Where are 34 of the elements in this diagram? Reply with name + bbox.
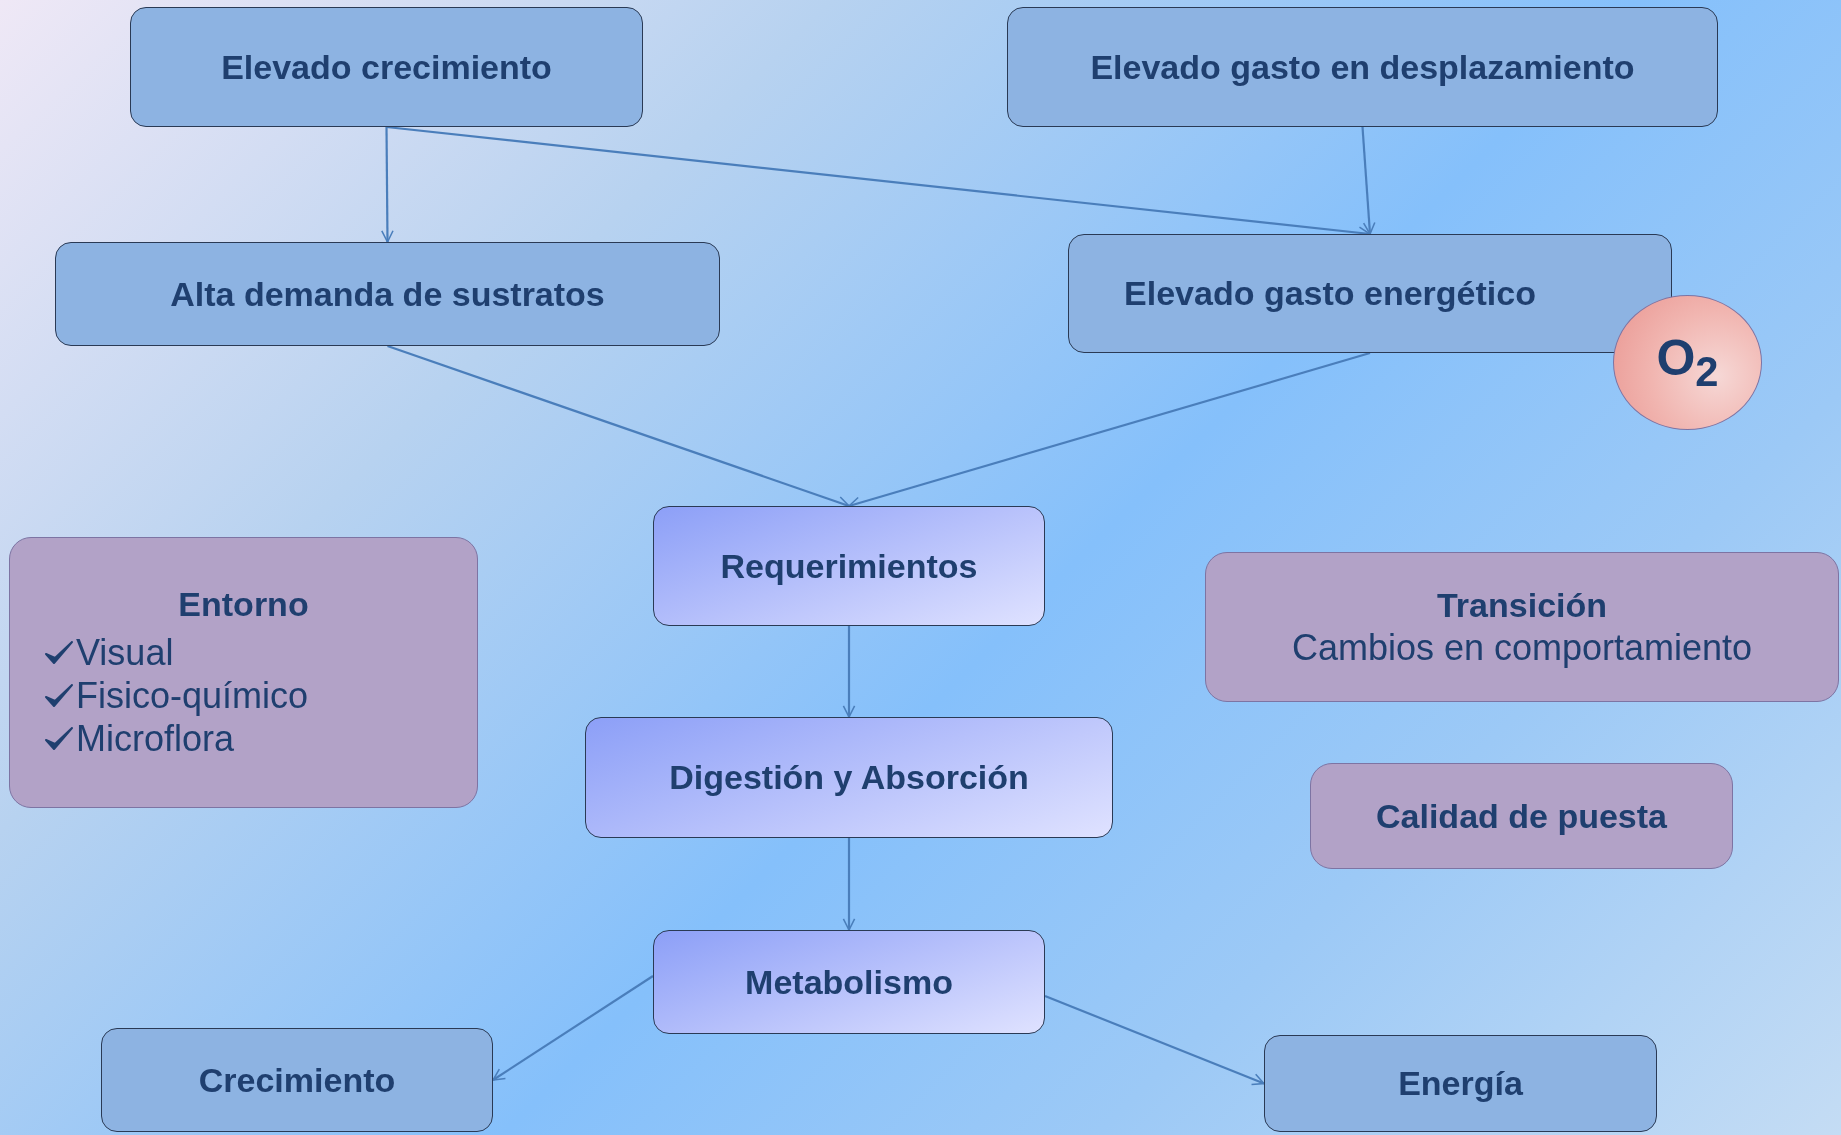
box-label: Calidad de puesta — [1376, 795, 1667, 837]
info-box — [1310, 763, 1733, 869]
box-text: Visual — [76, 631, 174, 675]
box-label: Elevado crecimiento — [221, 46, 552, 88]
info-box — [1205, 552, 1839, 702]
box-text: Fisico-químico — [76, 674, 309, 718]
process-box — [653, 506, 1045, 626]
box-label: Elevado gasto energético — [1124, 273, 1536, 314]
arrow — [842, 626, 856, 718]
box-label: Energía — [1398, 1063, 1523, 1104]
process-box — [585, 717, 1113, 838]
arrow — [1361, 126, 1376, 235]
box-label: Digestión y Absorción — [669, 757, 1029, 798]
process-box — [101, 1028, 493, 1132]
process-box — [1007, 7, 1718, 127]
arrow — [1044, 994, 1265, 1086]
box-label: Crecimiento — [198, 1059, 396, 1101]
arrow — [842, 838, 856, 931]
process-box — [653, 930, 1045, 1034]
box-heading: Transición — [1436, 585, 1608, 626]
box-label: Alta demanda de sustratos — [170, 273, 605, 315]
box-text: Cambios en comportamiento — [1291, 625, 1753, 669]
box-text: Microflora — [76, 717, 235, 761]
box-label: Metabolismo — [745, 961, 953, 1003]
box-label: Elevado gasto en desplazamiento — [1090, 46, 1635, 88]
box-label: Requerimientos — [720, 545, 978, 587]
process-box — [1264, 1035, 1657, 1132]
info-box — [9, 537, 478, 808]
process-box — [130, 7, 643, 127]
arrow — [492, 975, 654, 1081]
box-label: O$_{2}$ — [1656, 329, 1719, 397]
process-box — [55, 242, 720, 346]
arrow — [381, 127, 394, 243]
box-heading: Entorno — [178, 584, 309, 626]
